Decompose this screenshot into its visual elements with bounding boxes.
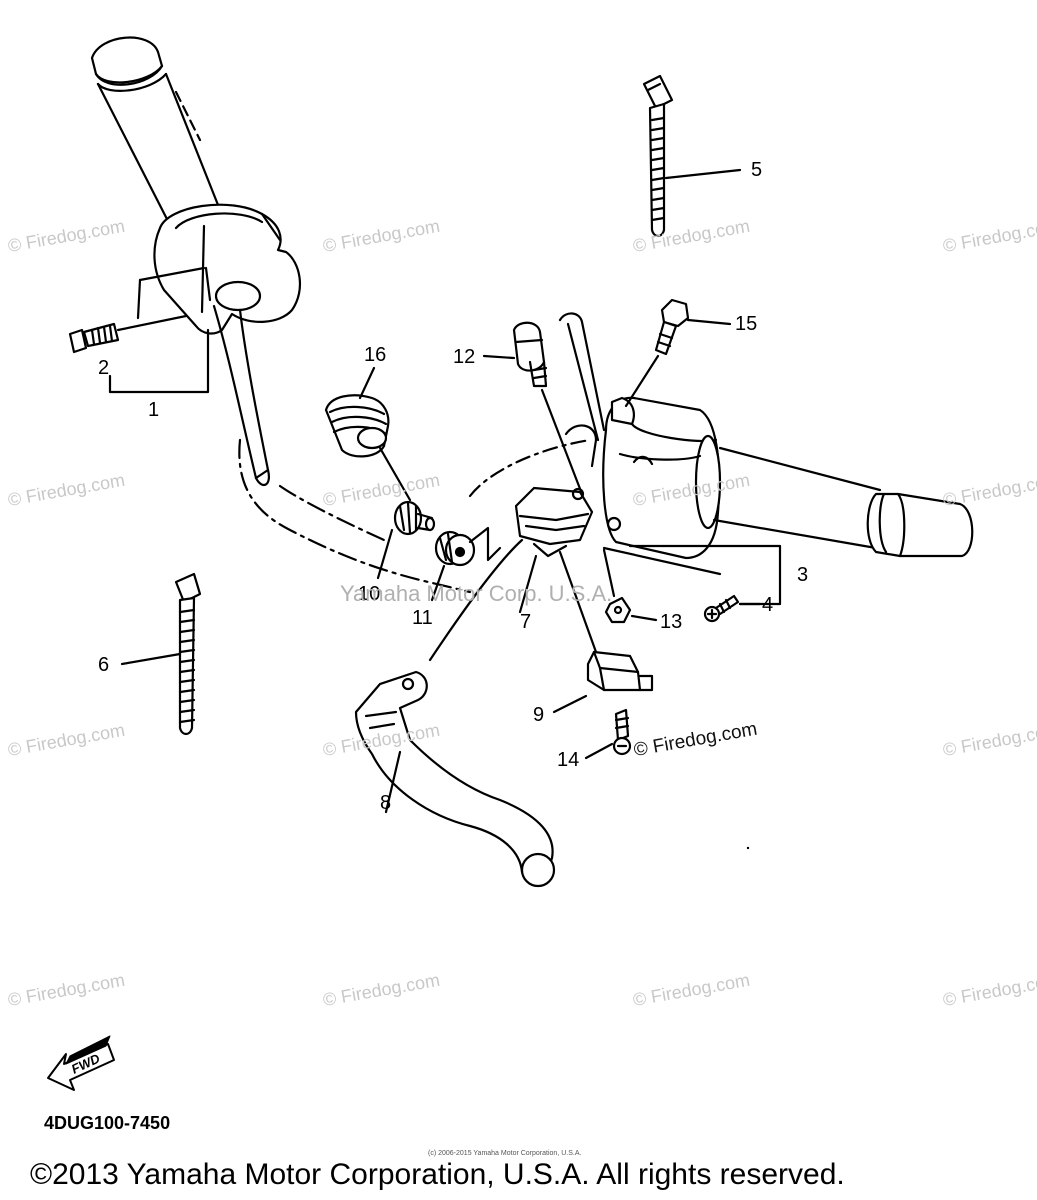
left-grip-and-perch <box>90 36 301 487</box>
screw-part-14 <box>584 708 632 760</box>
bolt-part-2 <box>68 314 188 354</box>
clutch-switch-part-9 <box>552 550 654 714</box>
callout-12: 12 <box>453 346 476 368</box>
callout-15: 15 <box>735 313 758 335</box>
adjuster-nut-part-11 <box>434 526 502 567</box>
center-watermark: Yamaha Motor Corp. U.S.A. <box>340 581 613 606</box>
callout-2: 2 <box>98 357 110 379</box>
leader-10 <box>376 528 394 580</box>
callout-5: 5 <box>751 159 763 181</box>
screw-part-4 <box>703 594 762 623</box>
bolt-part-15 <box>624 298 732 408</box>
right-switch-housing-part-3 <box>558 312 974 606</box>
leader-11 <box>430 564 446 602</box>
rubber-boot-part-16 <box>324 366 412 502</box>
callout-3: 3 <box>797 564 809 586</box>
cable-tie-part-6 <box>120 572 202 736</box>
callout-4: 4 <box>762 594 774 616</box>
callout-6: 6 <box>98 654 110 676</box>
callout-7: 7 <box>520 611 532 633</box>
cable-tie-part-5 <box>642 74 742 238</box>
diagram-code: 4DUG100-7450 <box>44 1113 171 1133</box>
callout-13: 13 <box>660 611 683 633</box>
forward-arrow-icon: FWD <box>47 1035 115 1091</box>
callout-11: 11 <box>412 607 433 629</box>
callout-16: 16 <box>364 344 387 366</box>
callout-14: 14 <box>557 749 580 771</box>
pivot-bolt-part-12 <box>482 321 584 496</box>
callout-8: 8 <box>380 792 392 814</box>
callout-9: 9 <box>533 704 545 726</box>
handlebar-outline-left <box>238 438 472 594</box>
tiny-credit: (c) 2006-2015 Yamaha Motor Corporation, … <box>428 1150 582 1157</box>
lever-bracket-part-7 <box>428 424 598 662</box>
speck <box>746 846 750 850</box>
adjuster-part-10 <box>393 500 436 536</box>
copyright-notice: ©2013 Yamaha Motor Corporation, U.S.A. A… <box>30 1158 845 1191</box>
callout-10: 10 <box>358 583 381 605</box>
nut-part-13 <box>602 548 658 624</box>
callout-1: 1 <box>148 399 160 421</box>
clutch-lever-part-8 <box>354 670 556 888</box>
